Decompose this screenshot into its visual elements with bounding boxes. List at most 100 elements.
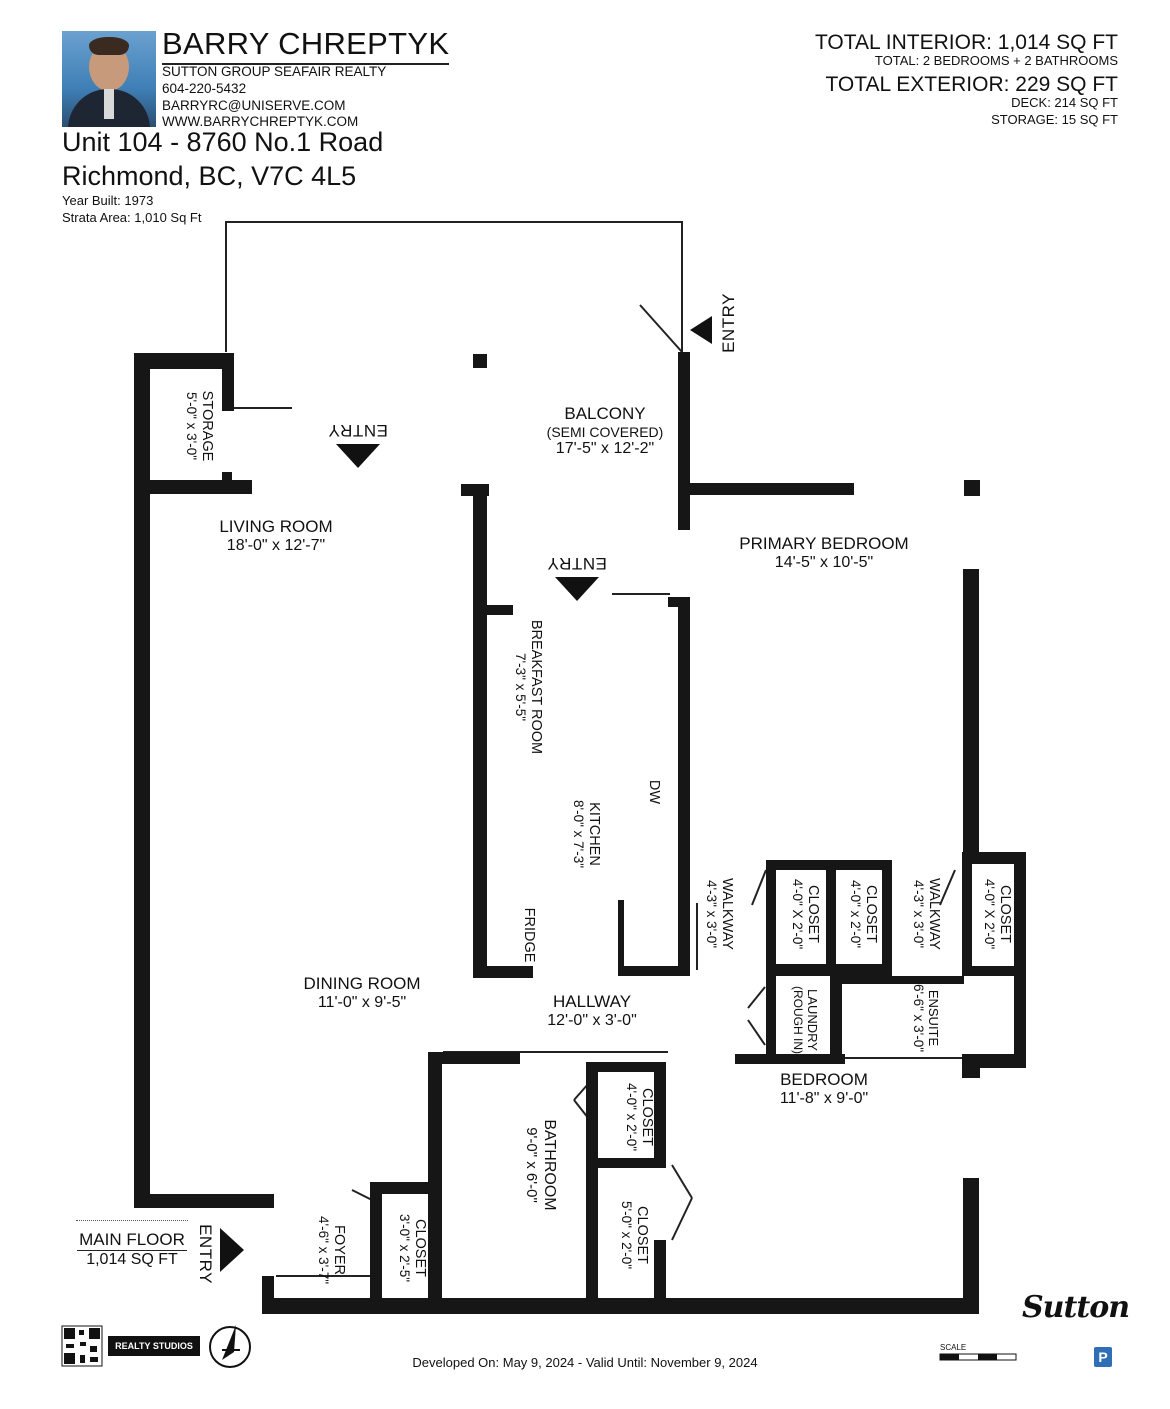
living-dim: 18'-0" x 12'-7" — [226, 537, 326, 554]
wall-east-lower — [963, 1178, 979, 1313]
room-closet-d: CLOSET 4'-0" x 2'-0" — [615, 1067, 655, 1167]
address-line2: Richmond, BC, V7C 4L5 — [62, 161, 357, 191]
entry-arrow-living — [336, 444, 380, 468]
closet-b-name: CLOSET — [863, 884, 879, 943]
wall-kitchen-south-right — [618, 966, 690, 976]
strata-area: Strata Area: 1,010 Sq Ft — [62, 210, 202, 225]
total-rooms: TOTAL: 2 BEDROOMS + 2 BATHROOMS — [874, 53, 1118, 68]
dw-label: DW — [646, 779, 662, 805]
wall-closet2-east — [1014, 852, 1026, 1067]
kitchen-name: KITCHEN — [586, 802, 602, 866]
wall-kitchen-stub-top — [668, 597, 680, 607]
room-laundry: LAUNDRY (ROUGH IN) — [780, 980, 820, 1060]
foyer-name: FOYER — [331, 1225, 347, 1275]
year-built: Year Built: 1973 — [62, 193, 154, 208]
room-bedroom: BEDROOM 11'-8" x 9'-0" — [724, 1070, 924, 1108]
wall-storage-south — [134, 480, 252, 494]
balcony-outline — [225, 221, 683, 352]
room-breakfast: BREAKFAST ROOM 7'-3" x 5'-5" — [504, 597, 544, 777]
wall-kitchen-east — [678, 597, 690, 970]
wall-bedroom-north — [735, 1054, 845, 1064]
agent-name: BARRY CHREPTYK — [162, 26, 450, 65]
wall-closet-d-top — [586, 1062, 658, 1072]
wall-closet2-top — [963, 852, 1025, 864]
entry-arrow-foyer — [220, 1228, 244, 1272]
agent-phone[interactable]: 604-220-5432 — [162, 81, 247, 96]
ensuite-dim: 6'-6" x 3'-0" — [911, 983, 926, 1052]
walkway-door-3 — [939, 869, 956, 906]
total-exterior: TOTAL EXTERIOR: 229 SQ FT — [825, 73, 1118, 96]
room-living: LIVING ROOM 18'-0" x 12'-7" — [176, 517, 376, 555]
wall-ensuite-top — [830, 976, 964, 984]
room-bathroom: BATHROOM 9'-0" x 6'-0" — [518, 1095, 558, 1235]
wall-foyer-west-upper — [262, 1194, 274, 1204]
primary-dim: 14'-5" x 10'-5" — [774, 554, 874, 571]
scale-label: SCALE — [940, 1343, 967, 1352]
floor-area: 1,014 SQ FT — [86, 1251, 178, 1268]
qr-code-icon — [61, 1325, 103, 1367]
balcony-note: (SEMI COVERED) — [546, 424, 664, 440]
walkway2-dim: 4'-3" x 3'-0" — [911, 879, 926, 948]
wall-closet-west — [766, 860, 776, 968]
living-name: LIVING ROOM — [219, 517, 333, 536]
wall-kitchen-south-left — [473, 966, 533, 978]
entry-door-swing — [639, 304, 683, 353]
primary-name: PRIMARY BEDROOM — [739, 534, 909, 553]
laundry-door-1 — [747, 986, 766, 1009]
room-balcony: BALCONY (SEMI COVERED) 17'-5" x 12'-2" — [490, 404, 720, 458]
laundry-name: LAUNDRY — [805, 989, 820, 1051]
room-walkway-2: WALKWAY 4'-3" x 3'-0" — [902, 869, 942, 959]
hallway-name: HALLWAY — [552, 992, 632, 1011]
post-2 — [964, 480, 980, 496]
walkway-door-2 — [751, 869, 767, 906]
bedroom-dim: 11'-8" x 9'-0" — [779, 1090, 869, 1107]
closet-d-dim: 4'-0" x 2'-0" — [624, 1082, 639, 1151]
wall-laundry-east — [830, 976, 842, 1056]
entry-arrow-kitchen — [555, 577, 599, 601]
laundry-dim: (ROUGH IN) — [791, 986, 805, 1054]
agent-email[interactable]: BARRYRC@UNISERVE.COM — [162, 98, 346, 113]
closet-b-dim: 4'-0" x 2'-0" — [848, 879, 863, 948]
wall-closet-mid — [826, 860, 836, 968]
wall-south-left — [134, 1194, 274, 1208]
entry-arrows — [220, 316, 712, 1272]
wall-foyer-closet-west — [370, 1182, 382, 1312]
closet-f-name: CLOSET — [412, 1218, 428, 1277]
wall-west — [134, 353, 150, 1208]
wall-kitchen-west — [473, 484, 487, 978]
room-hallway: HALLWAY 12'-0" x 3'-0" — [492, 992, 692, 1030]
floor-divider — [76, 1220, 188, 1225]
developed-date: Developed On: May 9, 2024 - Valid Until:… — [412, 1355, 758, 1370]
closet-f-dim: 3'-0" x 2'-5" — [397, 1213, 412, 1282]
entry-label-living: ENTRY — [328, 421, 388, 440]
dining-name: DINING ROOM — [303, 974, 421, 993]
agent-website[interactable]: WWW.BARRYCHREPTYK.COM — [162, 114, 359, 129]
wall-kitchen-counter — [618, 900, 624, 970]
ensuite-name: ENSUITE — [926, 989, 941, 1047]
walkway1-name: WALKWAY — [719, 878, 735, 950]
agent-company: SUTTON GROUP SEAFAIR REALTY — [162, 64, 387, 79]
floor-name: MAIN FLOOR — [77, 1230, 187, 1251]
entry-label-kitchen: ENTRY — [547, 554, 607, 573]
wall-closet-d-east — [654, 1062, 666, 1162]
breakfast-dim: 7'-3" x 5'-5" — [513, 652, 528, 721]
scale-bar-icon — [939, 1353, 1017, 1361]
wall-bath-north — [428, 1052, 520, 1064]
closet-door-3 — [671, 1164, 693, 1199]
wall-east-stub — [962, 1054, 980, 1078]
room-closet-e: CLOSET 5'-0" x 2'-0" — [610, 1185, 650, 1285]
closet-c-dim: 4'-0" X 2'-0" — [982, 878, 997, 950]
wall-closet-mid-h — [586, 1158, 666, 1168]
agent-photo — [62, 31, 156, 127]
wall-storage-stub — [222, 472, 232, 482]
entry-arrow-balcony — [690, 316, 712, 344]
wall-closet-e-east — [654, 1240, 666, 1310]
wall-storage-east — [222, 353, 234, 411]
room-closet-b: CLOSET 4'-0" x 2'-0" — [839, 869, 879, 959]
breakfast-name: BREAKFAST ROOM — [528, 619, 544, 755]
studio-logo: REALTY STUDIOS — [108, 1336, 200, 1356]
walkway2-name: WALKWAY — [926, 878, 942, 950]
pixilink-icon: P — [1094, 1347, 1112, 1367]
wall-primary-north — [678, 483, 854, 495]
